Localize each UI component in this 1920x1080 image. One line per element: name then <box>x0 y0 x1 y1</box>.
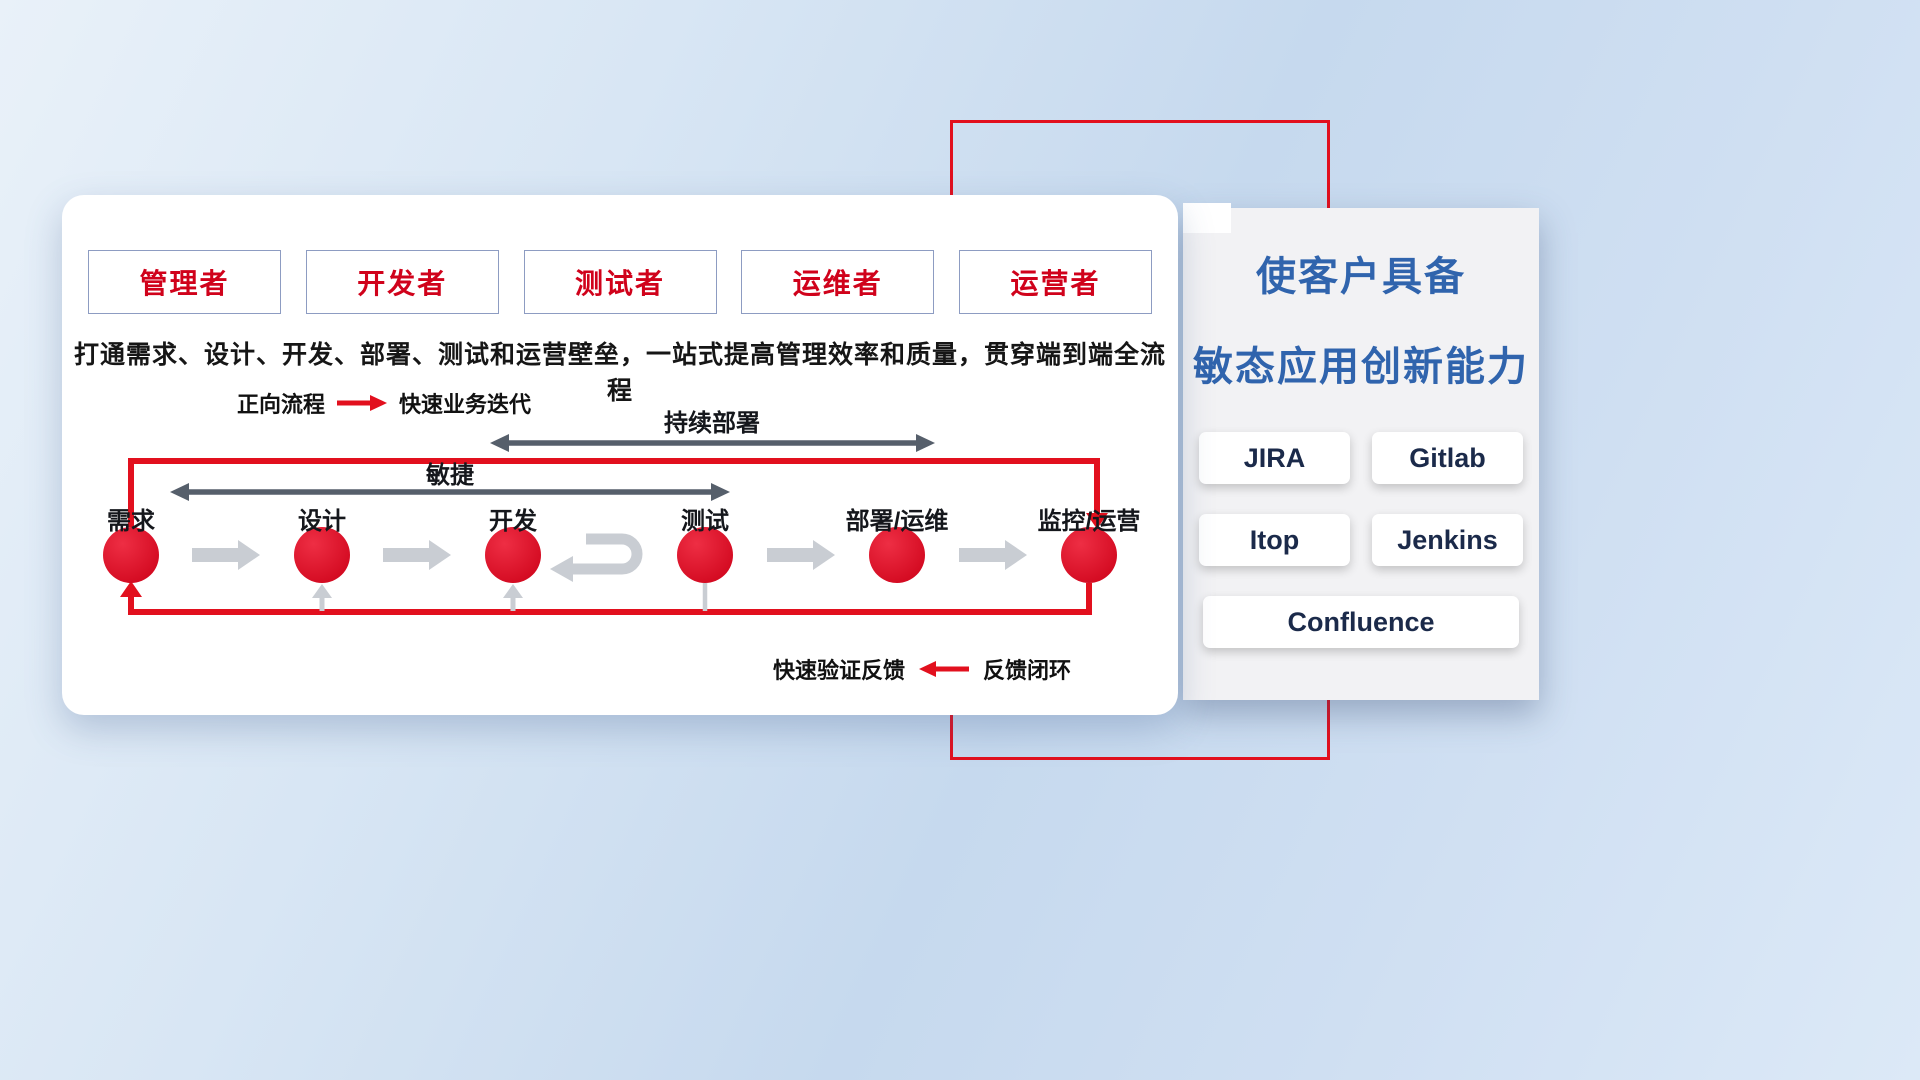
stage-circles <box>103 527 1117 583</box>
stage-circle <box>1061 527 1117 583</box>
role-label: 运营者 <box>1010 268 1101 299</box>
panel-title-line1: 使客户具备 <box>1256 255 1466 299</box>
stage-label-development: 开发 <box>489 508 537 535</box>
feedback-arrow-icon <box>919 661 970 677</box>
capability-panel: 使客户具备 敏态应用创新能力 JIRA Gitlab Itop Jenkins … <box>1183 208 1539 700</box>
stage-label-design: 设计 <box>298 508 346 535</box>
role-label: 测试者 <box>574 268 665 299</box>
tool-button-jira: JIRA <box>1199 432 1350 484</box>
legend-forward-value: 快速业务迭代 <box>399 392 532 417</box>
stage-label-requirements: 需求 <box>107 508 155 535</box>
tool-button-itop: Itop <box>1199 514 1350 566</box>
forward-arrow-icon <box>337 395 388 411</box>
panel-title-line2: 敏态应用创新能力 <box>1193 345 1529 389</box>
role-label: 开发者 <box>357 268 448 299</box>
forward-loop-line <box>128 458 1108 529</box>
legend-feedback-value: 反馈闭环 <box>983 658 1072 683</box>
decor-white-notch <box>1183 203 1231 233</box>
legend-feedback-label: 快速验证反馈 <box>773 658 906 683</box>
tool-button-jenkins: Jenkins <box>1372 514 1523 566</box>
stage-label-testing: 测试 <box>681 508 729 535</box>
legend-feedback: 快速验证反馈 反馈闭环 <box>773 653 1071 685</box>
tool-button-confluence: Confluence <box>1203 596 1519 648</box>
role-row: 管理者 开发者 测试者 运维者 运营者 <box>62 250 1178 314</box>
legend-forward: 正向流程 快速业务迭代 <box>237 387 531 419</box>
continuous-deploy-arrow <box>490 434 935 452</box>
stage-circle <box>869 527 925 583</box>
flow-arrow <box>767 540 835 570</box>
agile-label: 敏捷 <box>426 462 474 489</box>
tool-button-gitlab: Gitlab <box>1372 432 1523 484</box>
legend-forward-label: 正向流程 <box>237 392 326 417</box>
stage-label-deploy-ops: 部署/运维 <box>845 508 949 535</box>
iteration-icon <box>550 533 643 582</box>
stage-circle <box>485 527 541 583</box>
role-box-tester: 测试者 <box>523 250 717 314</box>
stage-circle <box>103 527 159 583</box>
stage-label-monitor-ops: 监控/运营 <box>1037 508 1141 535</box>
flow-arrow <box>192 540 260 570</box>
role-box-operator: 运营者 <box>959 250 1152 314</box>
role-box-developer: 开发者 <box>305 250 499 314</box>
workflow-description: 打通需求、设计、开发、部署、测试和运营壁垒，一站式提高管理效率和质量，贯穿端到端… <box>73 341 1166 405</box>
continuous-deploy-label: 持续部署 <box>664 410 760 437</box>
flow-diagram-svg <box>103 434 1117 615</box>
workflow-card: 管理者 开发者 测试者 运维者 运营者 打通需求、设计、开发、部署、测试和运营壁… <box>62 195 1178 715</box>
feedback-loop-line <box>120 581 1092 615</box>
flow-arrows <box>192 540 1027 570</box>
agile-arrow <box>170 483 730 501</box>
role-label: 运维者 <box>792 268 883 299</box>
role-label: 管理者 <box>139 268 230 299</box>
feedback-branch-lines <box>312 583 708 611</box>
tool-grid: JIRA Gitlab Itop Jenkins Confluence <box>1199 432 1523 648</box>
stage-circle <box>677 527 733 583</box>
flow-arrow <box>383 540 451 570</box>
flow-arrow <box>959 540 1027 570</box>
role-box-ops: 运维者 <box>741 250 935 314</box>
stage-circle <box>294 527 350 583</box>
role-box-manager: 管理者 <box>88 250 281 314</box>
